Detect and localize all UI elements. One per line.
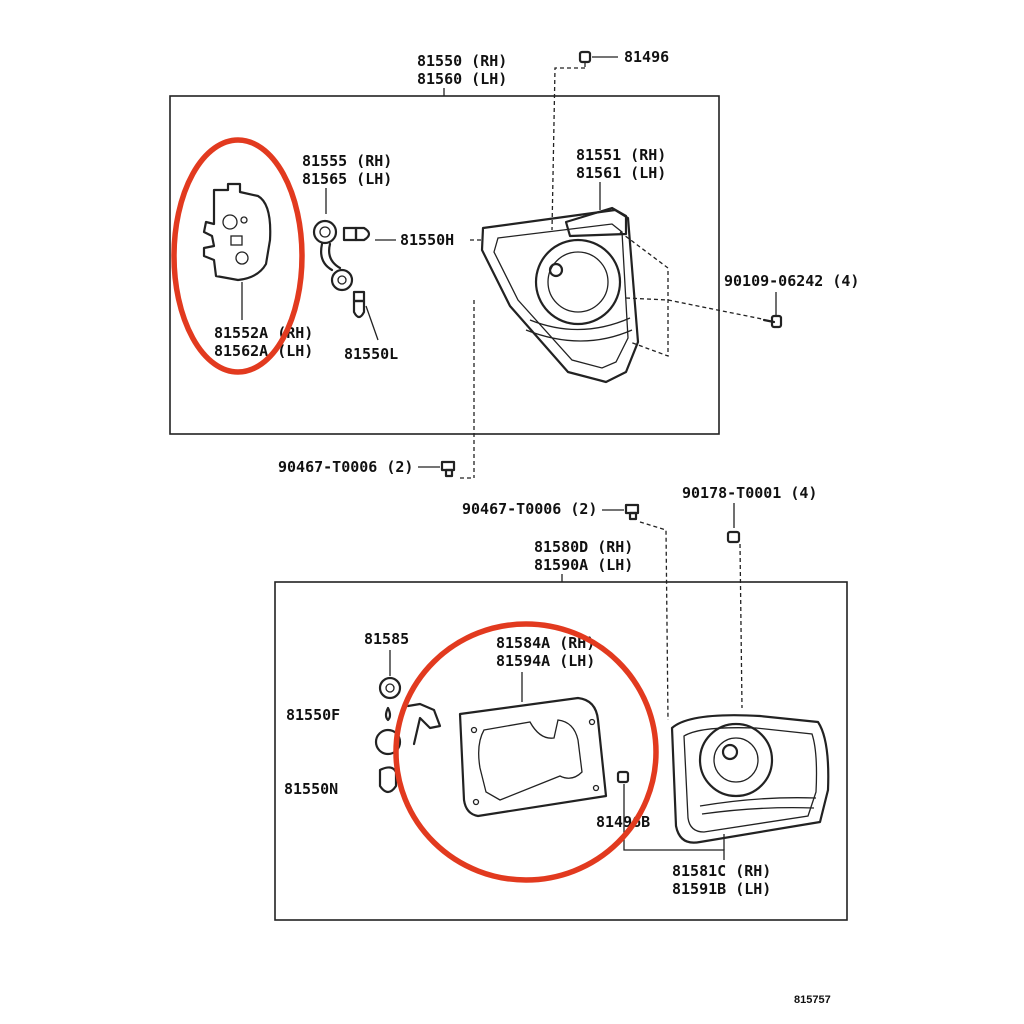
bulb-81550h-icon bbox=[342, 226, 371, 242]
lower-lens-label-rh: 81581C (RH) bbox=[672, 862, 771, 880]
upper-clip-label: 90467-T0006 (2) bbox=[278, 458, 413, 476]
upper-assembly-label-lh: 81560 (LH) bbox=[417, 70, 507, 88]
screw-81496-icon bbox=[578, 50, 592, 67]
lower-clip-dash bbox=[639, 521, 669, 721]
gasket-plate bbox=[458, 696, 608, 818]
clip-90467-lower-icon bbox=[624, 503, 640, 521]
fastener-81496b-icon bbox=[616, 770, 630, 784]
upper-highlight-circle bbox=[171, 137, 305, 375]
upper-cover-label-rh: 81552A (RH) bbox=[214, 324, 313, 342]
upper-lamp-housing bbox=[480, 206, 640, 384]
lower-highlight-circle bbox=[393, 621, 659, 883]
bulb-81550l-leader bbox=[365, 305, 379, 341]
bulb-81550h-label: 81550H bbox=[400, 231, 454, 249]
screw-90109-icon bbox=[762, 314, 783, 329]
bulb-81550f-icon bbox=[384, 706, 392, 722]
clip-90467-icon bbox=[440, 460, 456, 478]
screw-81496-label: 81496 bbox=[624, 48, 669, 66]
socket-wiring-icon bbox=[312, 219, 354, 292]
upper-lens-dash-b bbox=[625, 297, 669, 301]
lower-clip-label: 90467-T0006 (2) bbox=[462, 500, 597, 518]
upper-lens-dash-a bbox=[619, 231, 669, 357]
upper-cover-plate bbox=[202, 182, 272, 320]
bulb-81550n-label: 81550N bbox=[284, 780, 338, 798]
lower-lens-label-lh: 81591B (LH) bbox=[672, 880, 771, 898]
screw-90109-dash bbox=[667, 299, 763, 320]
lower-lens-leader bbox=[623, 808, 725, 860]
reference-code: 815757 bbox=[794, 994, 831, 1006]
upper-socket-label-lh: 81565 (LH) bbox=[302, 170, 392, 188]
bulb-81550f-label: 81550F bbox=[286, 706, 340, 724]
fastener-81496b-label: 81496B bbox=[596, 813, 650, 831]
upper-cover-label-lh: 81562A (LH) bbox=[214, 342, 313, 360]
lower-group-frame bbox=[274, 581, 848, 921]
nut-90178-dash bbox=[739, 543, 743, 709]
nut-90178-label: 90178-T0001 (4) bbox=[682, 484, 817, 502]
bulb-81550n-icon bbox=[378, 766, 398, 794]
lower-assembly-label-rh: 81580D (RH) bbox=[534, 538, 633, 556]
screw-90109-label: 90109-06242 (4) bbox=[724, 272, 859, 290]
upper-lens-label-lh: 81561 (LH) bbox=[576, 164, 666, 182]
lower-lamp-housing bbox=[670, 714, 830, 844]
lower-socket-label: 81585 bbox=[364, 630, 409, 648]
gasket-label-rh: 81584A (RH) bbox=[496, 634, 595, 652]
screw-81496-dash bbox=[551, 67, 585, 231]
nut-90178-icon bbox=[726, 530, 741, 544]
bulb-81550l-icon bbox=[352, 290, 366, 319]
upper-lens-label-rh: 81551 (RH) bbox=[576, 146, 666, 164]
upper-assembly-label-rh: 81550 (RH) bbox=[417, 52, 507, 70]
gasket-label-lh: 81594A (LH) bbox=[496, 652, 595, 670]
bulb-81550l-label: 81550L bbox=[344, 345, 398, 363]
lower-assembly-label-lh: 81590A (LH) bbox=[534, 556, 633, 574]
upper-socket-label-rh: 81555 (RH) bbox=[302, 152, 392, 170]
lower-socket-icon bbox=[374, 676, 442, 756]
